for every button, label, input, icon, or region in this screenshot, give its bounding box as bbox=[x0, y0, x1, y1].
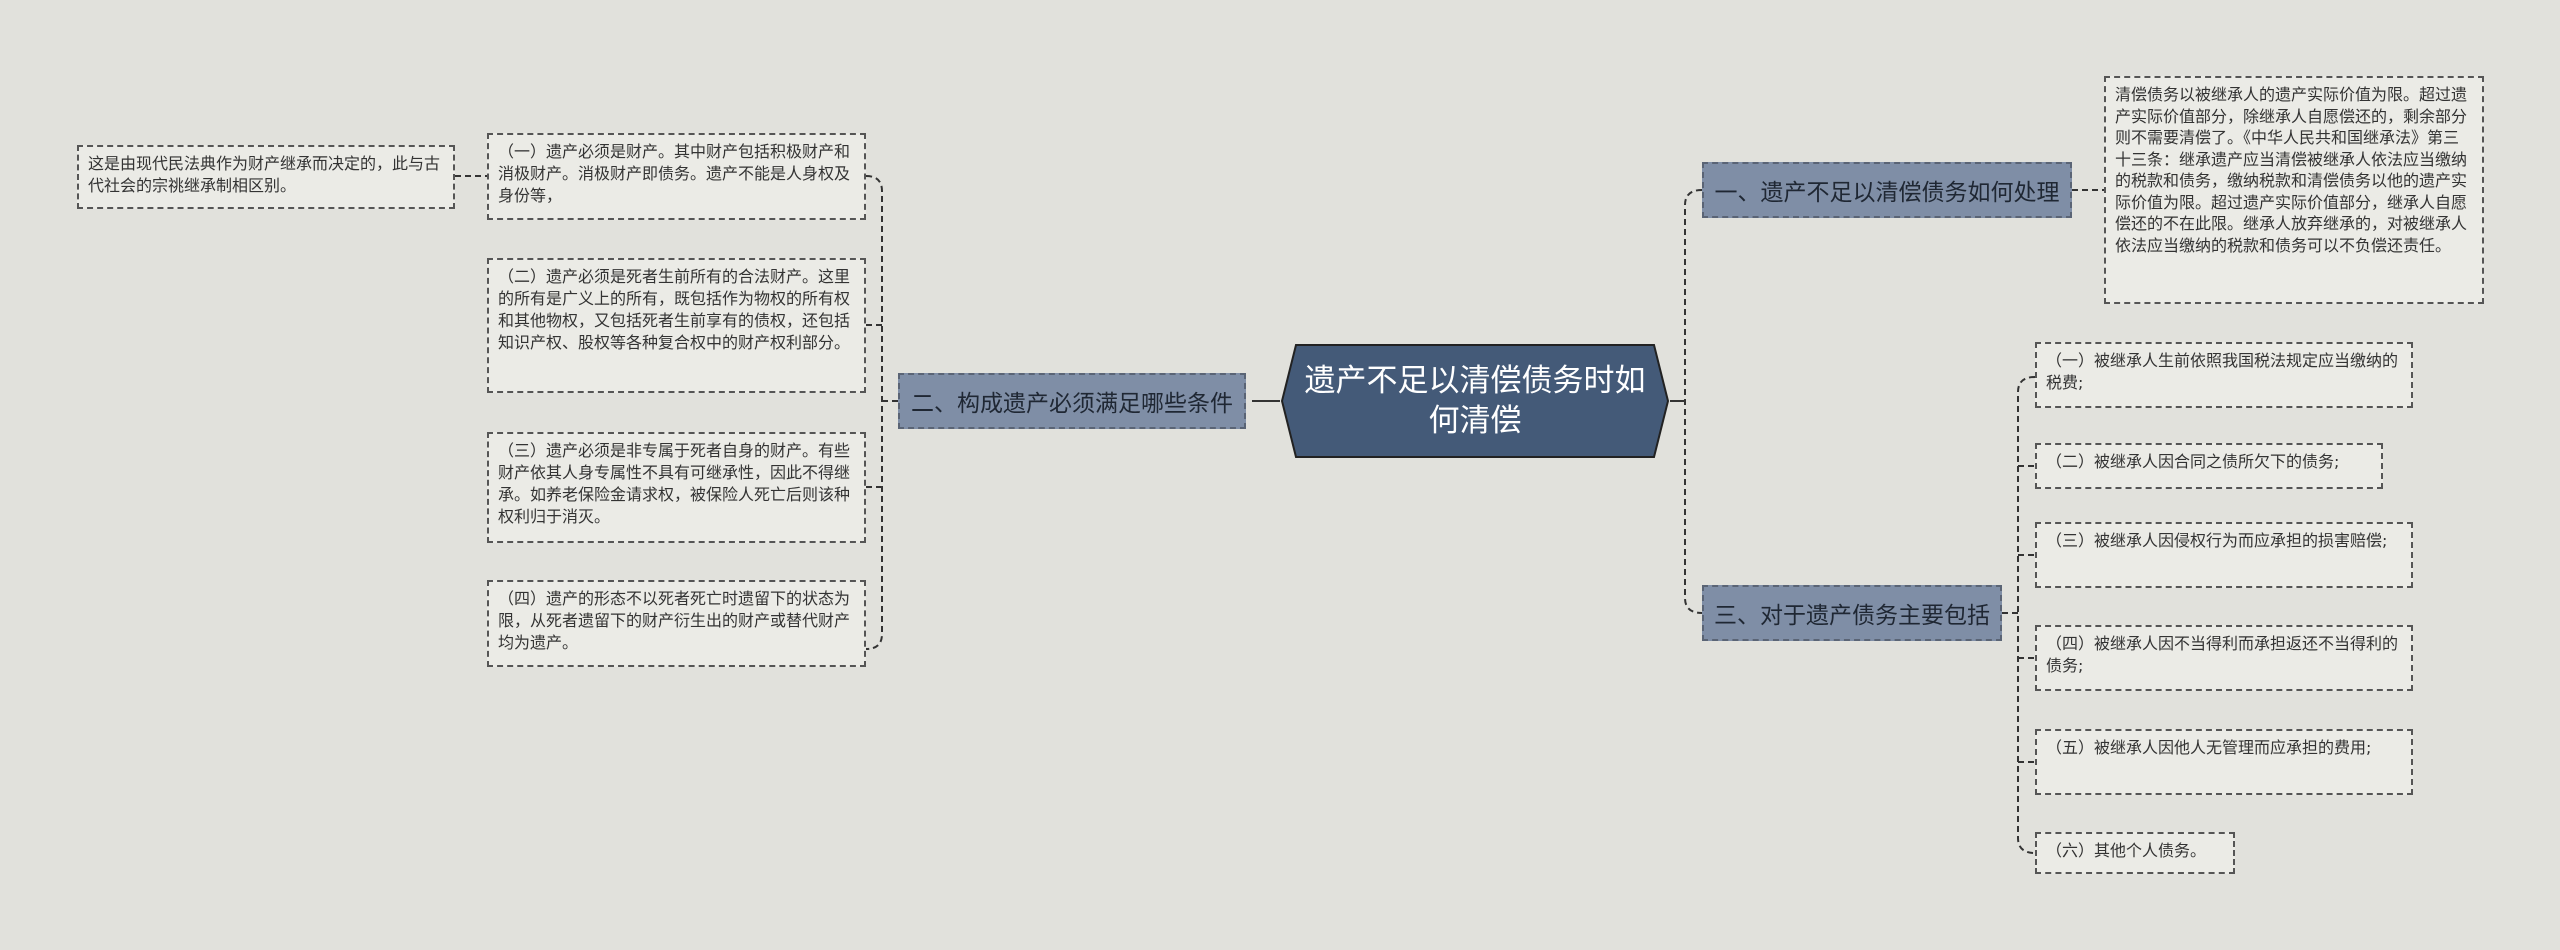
branch-3-leaf-2: （二）被继承人因合同之债所欠下的债务; bbox=[2035, 443, 2383, 489]
branch-2-leaf-4: （四）遗产的形态不以死者死亡时遗留下的状态为限，从死者遗留下的财产衍生出的财产或… bbox=[487, 580, 866, 667]
branch-2-leaf-1: （一）遗产必须是财产。其中财产包括积极财产和消极财产。消极财产即债务。遗产不能是… bbox=[487, 133, 866, 220]
branch-2-leaf-2: （二）遗产必须是死者生前所有的合法财产。这里的所有是广义上的所有，既包括作为物权… bbox=[487, 258, 866, 393]
branch-3-leaf-4: （四）被继承人因不当得利而承担返还不当得利的债务; bbox=[2035, 625, 2413, 691]
branch-3-leaf-3: （三）被继承人因侵权行为而应承担的损害赔偿; bbox=[2035, 522, 2413, 588]
branch-3-leaf-1: （一）被继承人生前依照我国税法规定应当缴纳的税费; bbox=[2035, 342, 2413, 408]
branch-2-leaf-1-note: 这是由现代民法典作为财产继承而决定的，此与古代社会的宗祧继承制相区别。 bbox=[77, 145, 455, 209]
branch-2[interactable]: 二、构成遗产必须满足哪些条件 bbox=[898, 373, 1246, 429]
root-node[interactable]: 遗产不足以清偿债务时如何清偿 bbox=[1280, 343, 1670, 459]
root-shape bbox=[1280, 344, 1670, 458]
branch-3-leaf-5: （五）被继承人因他人无管理而应承担的费用; bbox=[2035, 729, 2413, 795]
root-title: 遗产不足以清偿债务时如何清偿 bbox=[1304, 363, 1646, 439]
branch-3[interactable]: 三、对于遗产债务主要包括 bbox=[1702, 585, 2002, 641]
branch-2-leaf-3: （三）遗产必须是非专属于死者自身的财产。有些财产依其人身专属性不具有可继承性，因… bbox=[487, 432, 866, 543]
branch-3-leaf-6: （六）其他个人债务。 bbox=[2035, 832, 2235, 874]
branch-1-leaf-1: 清偿债务以被继承人的遗产实际价值为限。超过遗产实际价值部分，除继承人自愿偿还的，… bbox=[2104, 76, 2484, 304]
branch-1[interactable]: 一、遗产不足以清偿债务如何处理 bbox=[1702, 162, 2072, 218]
